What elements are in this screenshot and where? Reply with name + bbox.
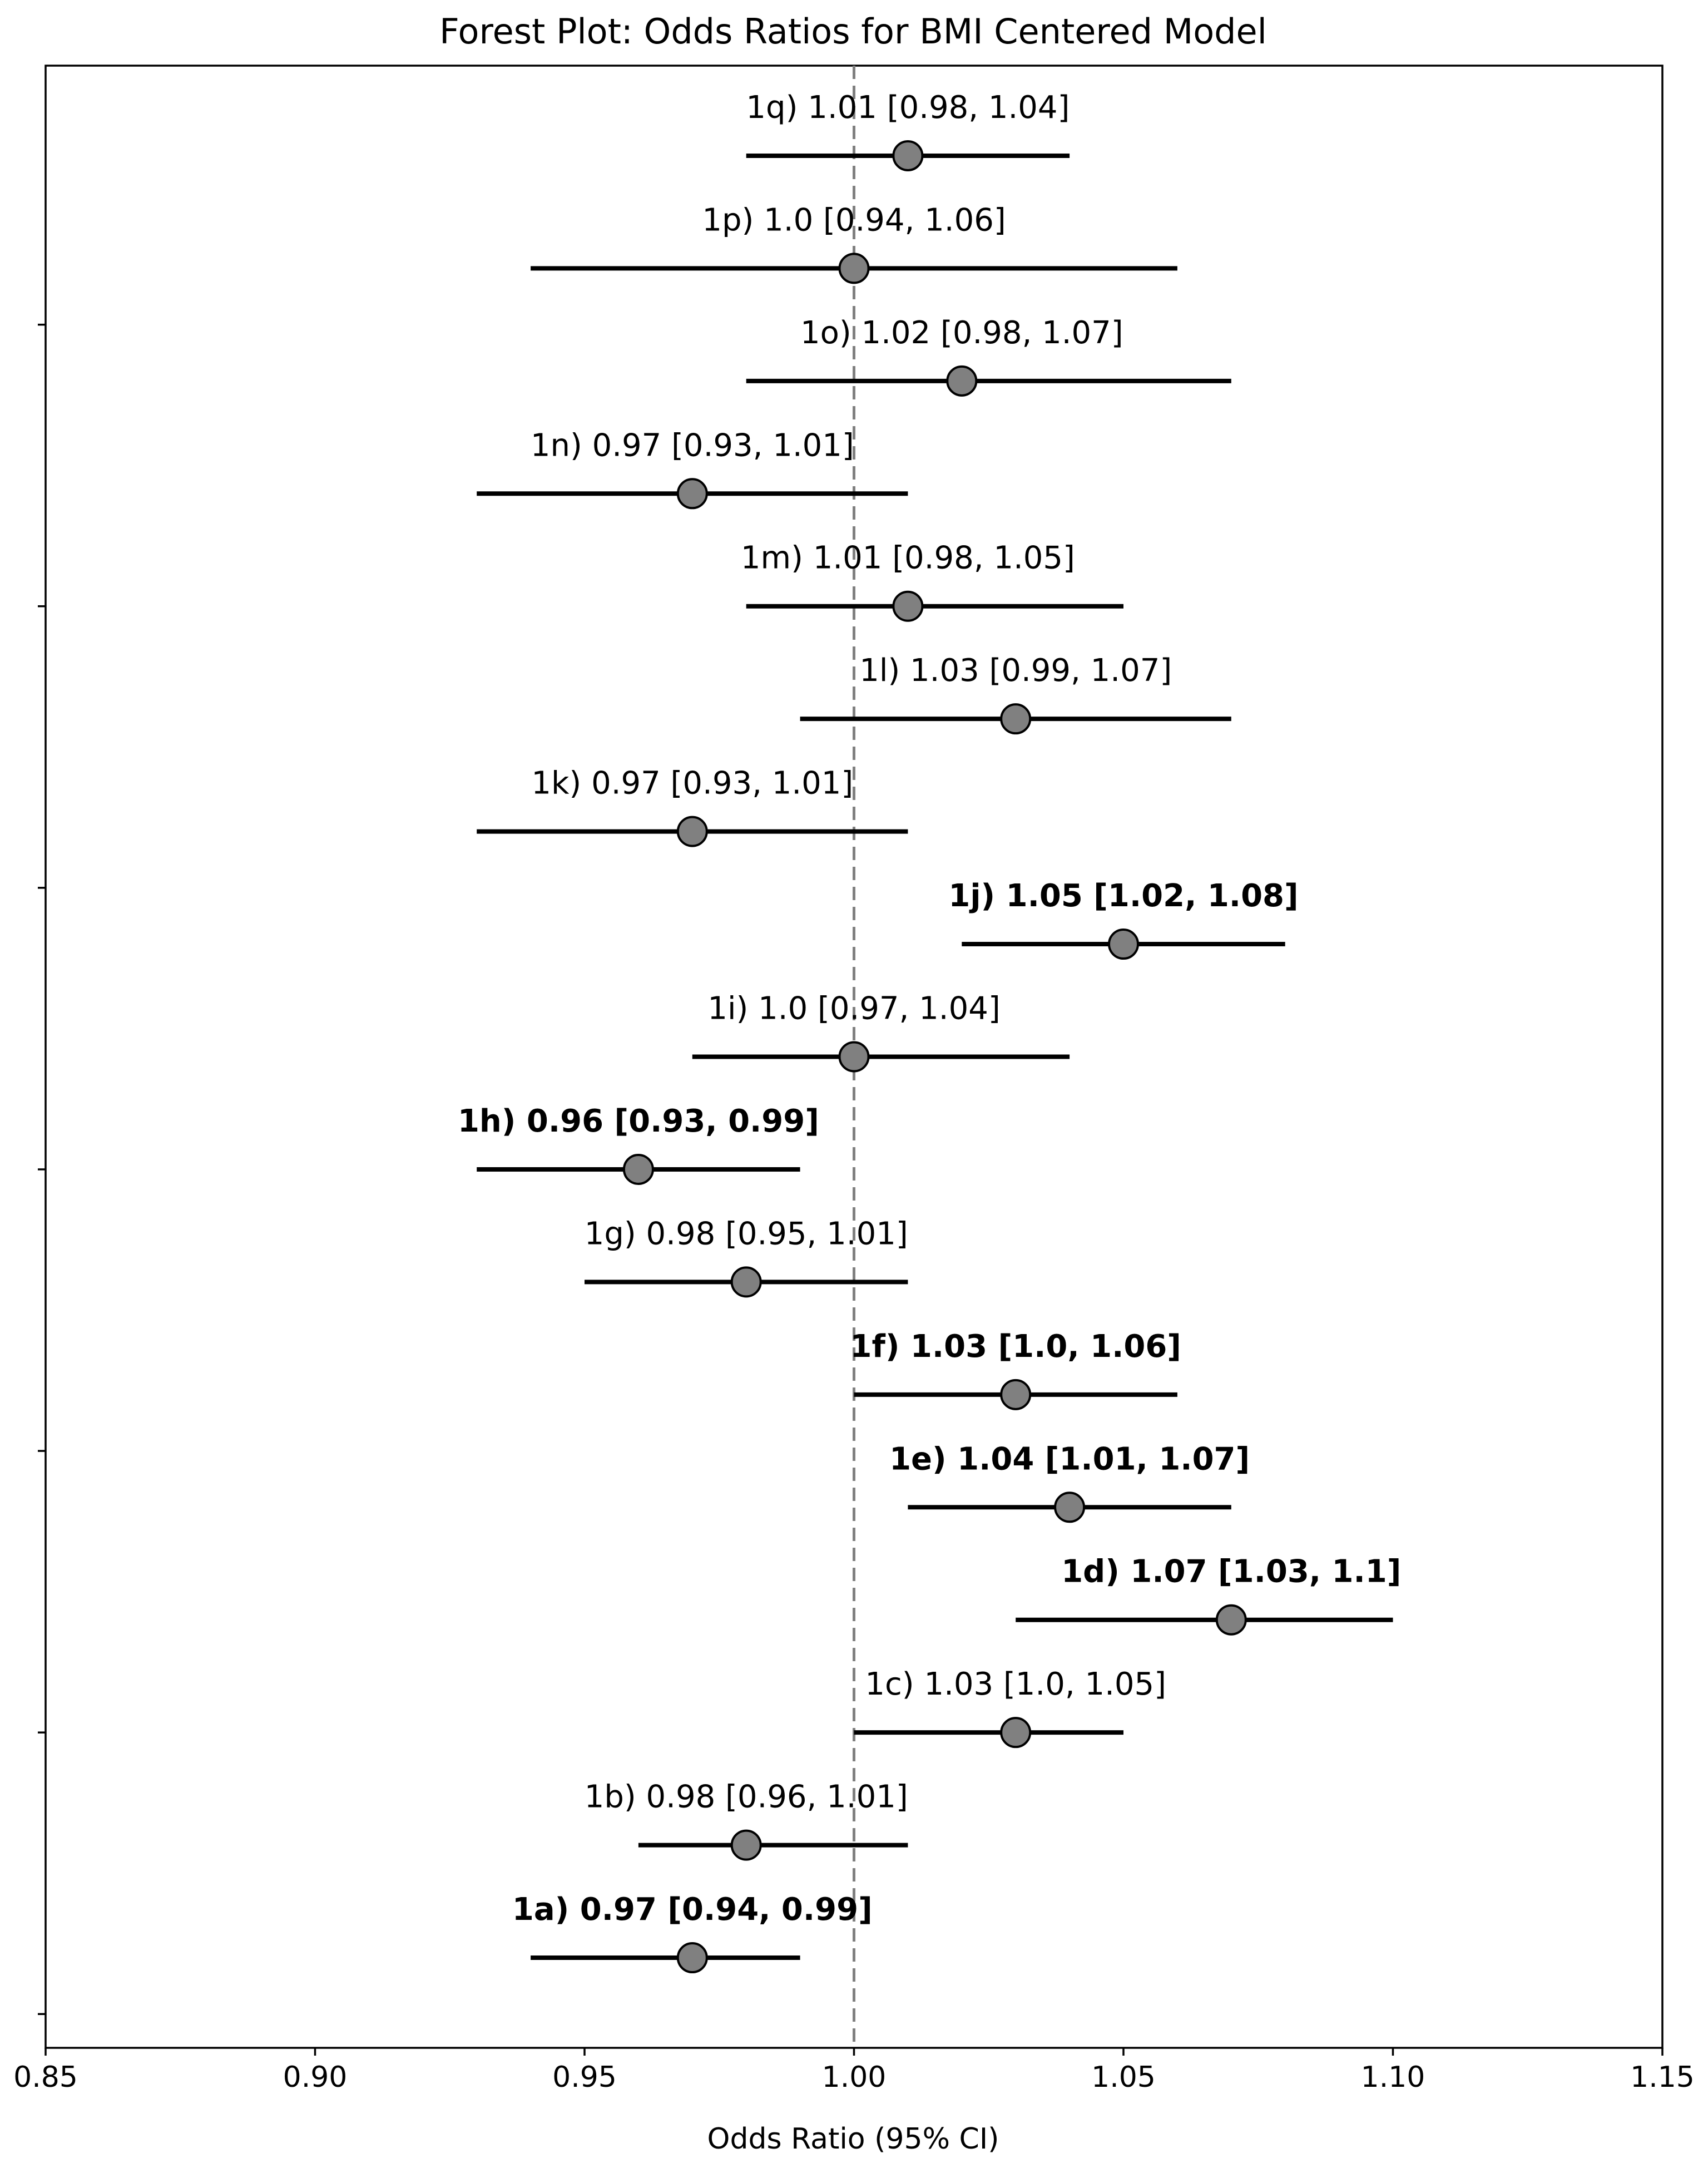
label-1n: 1n) 0.97 [0.93, 1.01] xyxy=(531,427,854,463)
x-tick-label-1.00: 1.00 xyxy=(822,2061,887,2094)
label-1d: 1d) 1.07 [1.03, 1.1] xyxy=(1061,1554,1401,1590)
point-1o xyxy=(946,365,978,397)
point-1h xyxy=(622,1153,654,1185)
point-1p xyxy=(838,253,870,284)
x-tick-label-0.95: 0.95 xyxy=(552,2061,617,2094)
label-1e: 1e) 1.04 [1.01, 1.07] xyxy=(889,1441,1250,1477)
label-1h: 1h) 0.96 [0.93, 0.99] xyxy=(458,1103,819,1139)
point-1g xyxy=(730,1266,762,1298)
point-1l xyxy=(1000,703,1032,735)
chart-title: Forest Plot: Odds Ratios for BMI Centere… xyxy=(439,11,1267,52)
label-1o: 1o) 1.02 [0.98, 1.07] xyxy=(800,315,1123,351)
point-1e xyxy=(1054,1492,1086,1523)
point-1n xyxy=(676,478,708,510)
x-axis-label: Odds Ratio (95% CI) xyxy=(707,2122,999,2156)
x-tick-label-1.15: 1.15 xyxy=(1630,2061,1695,2094)
label-1f: 1f) 1.03 [1.0, 1.06] xyxy=(850,1329,1181,1365)
label-1j: 1j) 1.05 [1.02, 1.08] xyxy=(948,878,1298,914)
point-1b xyxy=(730,1829,762,1861)
label-1m: 1m) 1.01 [0.98, 1.05] xyxy=(741,540,1075,576)
point-1c xyxy=(1000,1717,1032,1749)
point-1i xyxy=(838,1041,870,1073)
point-1f xyxy=(1000,1379,1032,1410)
x-tick-label-1.10: 1.10 xyxy=(1361,2061,1425,2094)
label-1a: 1a) 0.97 [0.94, 0.99] xyxy=(512,1892,873,1928)
label-1q: 1q) 1.01 [0.98, 1.04] xyxy=(746,90,1070,126)
label-1c: 1c) 1.03 [1.0, 1.05] xyxy=(865,1666,1166,1702)
x-tick-label-0.85: 0.85 xyxy=(13,2061,78,2094)
label-1b: 1b) 0.98 [0.96, 1.01] xyxy=(585,1779,908,1815)
point-1q xyxy=(892,140,924,171)
x-tick-label-1.05: 1.05 xyxy=(1091,2061,1156,2094)
label-1i: 1i) 1.0 [0.97, 1.04] xyxy=(707,991,1000,1027)
point-1k xyxy=(676,816,708,847)
point-1j xyxy=(1108,929,1139,960)
point-1m xyxy=(892,590,924,622)
label-1k: 1k) 0.97 [0.93, 1.01] xyxy=(531,766,853,802)
x-tick-label-0.90: 0.90 xyxy=(283,2061,348,2094)
label-1g: 1g) 0.98 [0.95, 1.01] xyxy=(585,1216,908,1252)
point-1d xyxy=(1215,1604,1247,1636)
label-1p: 1p) 1.0 [0.94, 1.06] xyxy=(702,202,1006,238)
label-1l: 1l) 1.03 [0.99, 1.07] xyxy=(859,653,1172,689)
point-1a xyxy=(676,1942,708,1974)
